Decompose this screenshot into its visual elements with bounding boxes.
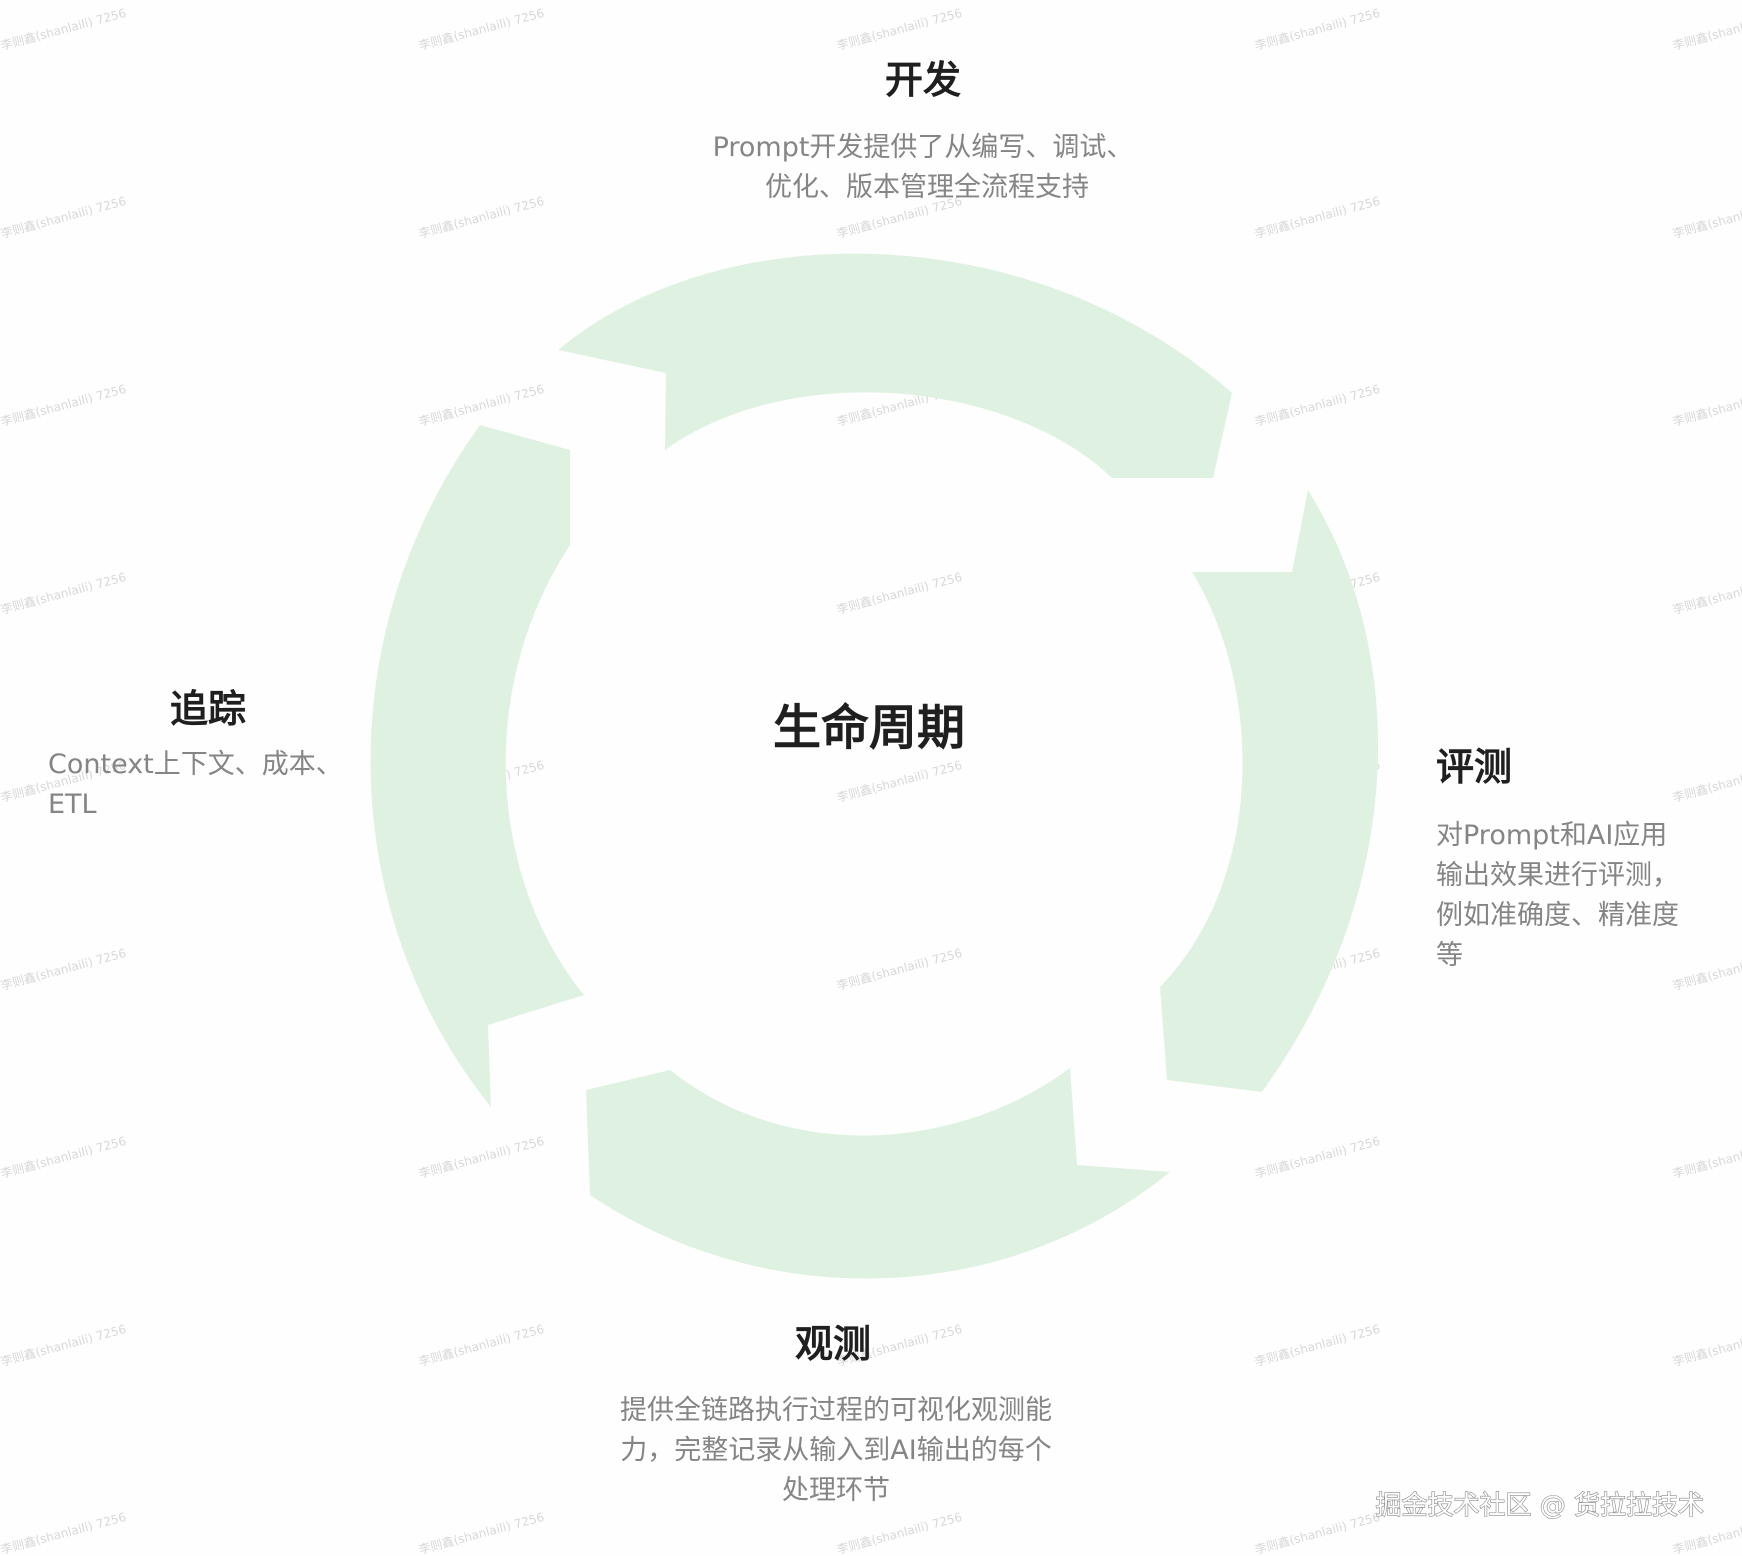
watermark-text: 李则鑫(shanlaili) 7256: [417, 1133, 546, 1181]
watermark-text: 李则鑫(shanlaili) 7256: [0, 945, 128, 993]
watermark-text: 李则鑫(shanlaili) 7256: [417, 5, 546, 53]
arrow-observe-to-trace: [586, 1068, 1170, 1279]
stage-observe: 观测 提供全链路执行过程的可视化观测能 力，完整记录从输入到AI输出的每个 处理…: [620, 1322, 1052, 1506]
watermark-text: 李则鑫(shanlaili) 7256: [417, 1321, 546, 1369]
stage-evaluate-desc-line-4: 等: [1436, 940, 1463, 971]
stage-evaluate: 评测 对Prompt和AI应用 输出效果进行评测， 例如准确度、精准度 等: [1436, 745, 1679, 971]
watermark-text: 李则鑫(shanlaili) 7256: [417, 381, 546, 429]
watermark-text: 李则鑫(shanlaili) 7256: [1253, 193, 1382, 241]
watermark-text: 李则鑫(shanlaili) 7256: [835, 945, 964, 993]
arrow-trace-to-develop: [370, 425, 584, 1107]
watermark-text: 李则鑫(shanlaili) 7256: [1671, 381, 1742, 429]
cycle-ring: [370, 253, 1379, 1279]
watermark-text: 李则鑫(shanlaili) 7256: [835, 569, 964, 617]
stage-develop-title: 开发: [885, 58, 961, 102]
watermark-text: 李则鑫(shanlaili) 7256: [1671, 757, 1742, 805]
center-label: 生命周期: [773, 700, 965, 756]
watermark-text: 李则鑫(shanlaili) 7256: [1253, 1321, 1382, 1369]
source-credit: 掘金技术社区 @ 货拉拉技术: [1375, 1491, 1704, 1521]
watermark-text: 李则鑫(shanlaili) 7256: [0, 1133, 128, 1181]
watermark-text: 李则鑫(shanlaili) 7256: [0, 381, 128, 429]
watermark-text: 李则鑫(shanlaili) 7256: [1253, 1509, 1382, 1556]
arrow-develop-to-evaluate: [558, 253, 1232, 478]
watermark-text: 李则鑫(shanlaili) 7256: [1671, 569, 1742, 617]
stage-develop-desc-line-1: Prompt开发提供了从编写、调试、: [713, 132, 1134, 163]
watermark-text: 李则鑫(shanlaili) 7256: [1671, 5, 1742, 53]
stage-evaluate-desc-line-1: 对Prompt和AI应用: [1436, 820, 1667, 851]
watermark-text: 李则鑫(shanlaili) 7256: [1253, 1133, 1382, 1181]
watermark-text: 李则鑫(shanlaili) 7256: [417, 1509, 546, 1556]
stage-trace: 追踪 Context上下文、成本、 ETL: [48, 687, 343, 820]
arrow-evaluate-to-observe: [1160, 490, 1379, 1092]
stage-observe-title: 观测: [795, 1322, 871, 1366]
watermark-text: 李则鑫(shanlaili) 7256: [1671, 1321, 1742, 1369]
watermark-text: 李则鑫(shanlaili) 7256: [1671, 1133, 1742, 1181]
stage-evaluate-desc-line-3: 例如准确度、精准度: [1436, 900, 1679, 931]
watermark-text: 李则鑫(shanlaili) 7256: [0, 569, 128, 617]
stage-evaluate-desc-line-2: 输出效果进行评测，: [1436, 860, 1679, 891]
watermark-text: 李则鑫(shanlaili) 7256: [0, 5, 128, 53]
watermark-text: 李则鑫(shanlaili) 7256: [0, 1321, 128, 1369]
stage-evaluate-title: 评测: [1436, 745, 1512, 789]
watermark-text: 李则鑫(shanlaili) 7256: [835, 5, 964, 53]
watermark-text: 李则鑫(shanlaili) 7256: [835, 1509, 964, 1556]
stage-observe-desc-line-2: 力，完整记录从输入到AI输出的每个: [620, 1435, 1051, 1466]
watermark-text: 李则鑫(shanlaili) 7256: [835, 757, 964, 805]
stage-observe-desc-line-3: 处理环节: [782, 1475, 890, 1506]
stage-observe-desc-line-1: 提供全链路执行过程的可视化观测能: [620, 1395, 1052, 1426]
stage-develop: 开发 Prompt开发提供了从编写、调试、 优化、版本管理全流程支持: [713, 58, 1134, 203]
stage-trace-desc-line-1: Context上下文、成本、: [48, 749, 343, 780]
watermark-text: 李则鑫(shanlaili) 7256: [0, 1509, 128, 1556]
watermark-text: 李则鑫(shanlaili) 7256: [1671, 193, 1742, 241]
stage-trace-title: 追踪: [170, 687, 246, 731]
watermark-text: 李则鑫(shanlaili) 7256: [1253, 5, 1382, 53]
watermark-text: 李则鑫(shanlaili) 7256: [417, 193, 546, 241]
stage-develop-desc-line-2: 优化、版本管理全流程支持: [765, 172, 1089, 203]
watermark-text: 李则鑫(shanlaili) 7256: [0, 193, 128, 241]
watermark-text: 李则鑫(shanlaili) 7256: [1253, 381, 1382, 429]
stage-trace-desc-line-2: ETL: [48, 789, 97, 820]
watermark-text: 李则鑫(shanlaili) 7256: [1671, 945, 1742, 993]
